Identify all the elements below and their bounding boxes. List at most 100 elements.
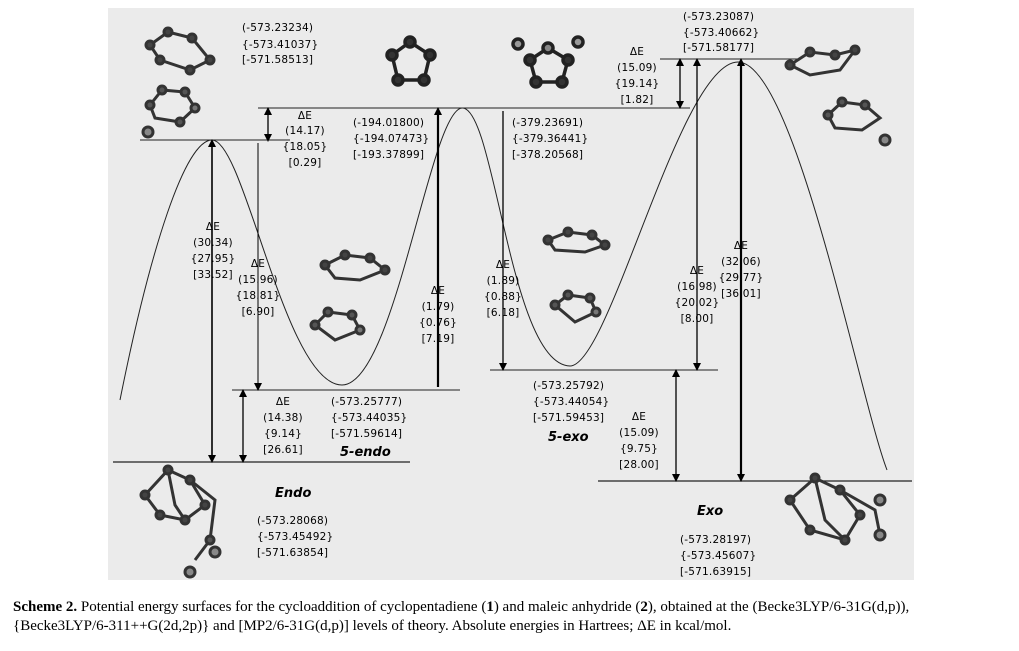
svg-text:(15.09): (15.09) xyxy=(619,427,659,439)
caption-text-1: Potential energy surfaces for the cycloa… xyxy=(77,599,487,615)
svg-text:[0.29]: [0.29] xyxy=(289,157,322,169)
svg-text:ΔE: ΔE xyxy=(251,258,265,270)
svg-text:[-378.20568]: [-378.20568] xyxy=(512,149,583,161)
svg-text:(-573.23087): (-573.23087) xyxy=(683,11,754,23)
delta-5exo-product-label: ΔE (15.09) {9.75} [28.00] xyxy=(619,411,659,471)
svg-text:(16.98): (16.98) xyxy=(677,281,717,293)
svg-text:(1.89): (1.89) xyxy=(487,275,520,287)
svg-text:ΔE: ΔE xyxy=(431,285,445,297)
endo-title: Endo xyxy=(275,486,311,501)
svg-text:(-573.23234): (-573.23234) xyxy=(242,22,313,34)
delta-exo-ts-separated-label: ΔE (15.09) {19.14} [1.82] xyxy=(615,46,660,106)
exo-ts-energy-label: (-573.23087) {-573.40662} [-571.58177] xyxy=(683,11,759,54)
diagram-panel xyxy=(108,8,914,580)
delta-reactants-separated-label: ΔE (14.17) {18.05} [0.29] xyxy=(283,110,328,169)
five-exo-energy-label: (-573.25792) {-573.44054} [-571.59453] xyxy=(533,380,609,424)
svg-text:{19.14}: {19.14} xyxy=(615,78,660,90)
cyclopentadiene-energy-label: (-194.01800) {-194.07473} [-193.37899] xyxy=(353,117,429,161)
maleic-anhydride-energy-label: (-379.23691) {-379.36441} [-378.20568] xyxy=(512,117,588,161)
svg-text:(-573.28068): (-573.28068) xyxy=(257,515,328,527)
svg-text:[1.82]: [1.82] xyxy=(621,94,654,106)
exo-intermediate-molecule xyxy=(542,226,611,324)
caption-text-2: ) and maleic anhydride ( xyxy=(493,599,641,615)
svg-text:(-573.25777): (-573.25777) xyxy=(331,396,402,408)
endo-intermediate-molecule xyxy=(309,249,391,342)
svg-text:{-573.40662}: {-573.40662} xyxy=(683,27,759,39)
svg-text:{9.75}: {9.75} xyxy=(620,443,658,455)
svg-text:ΔE: ΔE xyxy=(734,240,748,252)
svg-text:[7.19]: [7.19] xyxy=(422,333,455,345)
svg-text:ΔE: ΔE xyxy=(496,259,510,271)
svg-text:ΔE: ΔE xyxy=(298,110,312,122)
reactants-energy-label: (-573.23234) {-573.41037} [-571.58513] xyxy=(242,22,318,66)
svg-text:(-573.28197): (-573.28197) xyxy=(680,534,751,546)
delta-5endo-product-label: ΔE (14.38) {9.14} [26.61] xyxy=(263,396,303,456)
five-endo-title: 5-endo xyxy=(340,445,391,460)
svg-text:ΔE: ΔE xyxy=(690,265,704,277)
svg-text:{0.76}: {0.76} xyxy=(419,317,457,329)
svg-text:{-573.45492}: {-573.45492} xyxy=(257,531,333,543)
svg-text:[-571.59453]: [-571.59453] xyxy=(533,412,604,424)
svg-text:(15.96): (15.96) xyxy=(238,274,278,286)
svg-text:[36.01]: [36.01] xyxy=(721,288,761,300)
svg-text:[-571.58513]: [-571.58513] xyxy=(242,54,313,66)
svg-text:(-573.25792): (-573.25792) xyxy=(533,380,604,392)
svg-text:ΔE: ΔE xyxy=(276,396,290,408)
svg-text:ΔE: ΔE xyxy=(630,46,644,58)
svg-text:{-573.45607}: {-573.45607} xyxy=(680,550,756,562)
svg-text:ΔE: ΔE xyxy=(206,221,220,233)
svg-text:[-571.58177]: [-571.58177] xyxy=(683,42,754,54)
svg-text:{20.02}: {20.02} xyxy=(675,297,720,309)
cyclopentadiene-molecule xyxy=(385,35,437,87)
svg-text:{-573.44054}: {-573.44054} xyxy=(533,396,609,408)
energy-profile-curve xyxy=(119,61,888,471)
endo-product-molecule xyxy=(139,464,222,579)
svg-text:[-571.63915]: [-571.63915] xyxy=(680,566,751,578)
caption-ref-1: 1 xyxy=(486,599,494,615)
svg-text:[-193.37899]: [-193.37899] xyxy=(353,149,424,161)
delta-exo-barrier-label: ΔE (32.06) {29.77} [36.01] xyxy=(719,240,764,300)
exo-title: Exo xyxy=(697,504,723,519)
maleic-anhydride-molecule xyxy=(511,35,585,89)
svg-text:[-571.63854]: [-571.63854] xyxy=(257,547,328,559)
svg-text:[6.18]: [6.18] xyxy=(487,307,520,319)
svg-text:[6.90]: [6.90] xyxy=(242,306,275,318)
svg-text:(15.09): (15.09) xyxy=(617,62,657,74)
caption-text-3: ), obtained at the (Becke3LYP/6-31G(d,p)… xyxy=(13,599,910,634)
exo-product-molecule xyxy=(784,472,887,546)
svg-text:{18.05}: {18.05} xyxy=(283,141,328,153)
svg-text:{-573.44035}: {-573.44035} xyxy=(331,412,407,424)
svg-text:[33.52]: [33.52] xyxy=(193,269,233,281)
svg-text:{-379.36441}: {-379.36441} xyxy=(512,133,588,145)
svg-text:[8.00]: [8.00] xyxy=(681,313,714,325)
svg-text:[28.00]: [28.00] xyxy=(619,459,659,471)
svg-text:(1.79): (1.79) xyxy=(422,301,455,313)
svg-text:{9.14}: {9.14} xyxy=(264,428,302,440)
five-endo-energy-label: (-573.25777) {-573.44035} [-571.59614] xyxy=(331,396,407,440)
svg-text:ΔE: ΔE xyxy=(632,411,646,423)
reactant-complex-molecule xyxy=(141,26,216,139)
svg-text:{27.95}: {27.95} xyxy=(191,253,236,265)
caption-label: Scheme 2. xyxy=(13,599,78,615)
delta-endo-barrier-label: ΔE (30.34) {27.95} [33.52] xyxy=(191,221,236,281)
svg-text:{0.88}: {0.88} xyxy=(484,291,522,303)
delta-5exo-barrier-label: ΔE (1.89) {0.88} [6.18] xyxy=(484,259,522,319)
svg-text:(32.06): (32.06) xyxy=(721,256,761,268)
delta-5endo-barrier-label: ΔE (1.79) {0.76} [7.19] xyxy=(419,285,457,345)
exo-product-energy-label: (-573.28197) {-573.45607} [-571.63915] xyxy=(680,534,756,578)
caption-ref-2: 2 xyxy=(640,599,648,615)
svg-text:(-194.01800): (-194.01800) xyxy=(353,117,424,129)
endo-product-energy-label: (-573.28068) {-573.45492} [-571.63854] xyxy=(257,515,333,559)
svg-text:{-573.41037}: {-573.41037} xyxy=(242,39,318,51)
svg-text:[-571.59614]: [-571.59614] xyxy=(331,428,402,440)
delta-endo-ts-5endo-label: ΔE (15.96) {18.81} [6.90] xyxy=(236,258,281,318)
five-exo-title: 5-exo xyxy=(548,430,589,445)
svg-text:(-379.23691): (-379.23691) xyxy=(512,117,583,129)
svg-text:{-194.07473}: {-194.07473} xyxy=(353,133,429,145)
svg-text:{29.77}: {29.77} xyxy=(719,272,764,284)
exo-ts-molecule xyxy=(784,44,892,147)
svg-text:{18.81}: {18.81} xyxy=(236,290,281,302)
svg-text:[26.61]: [26.61] xyxy=(263,444,303,456)
